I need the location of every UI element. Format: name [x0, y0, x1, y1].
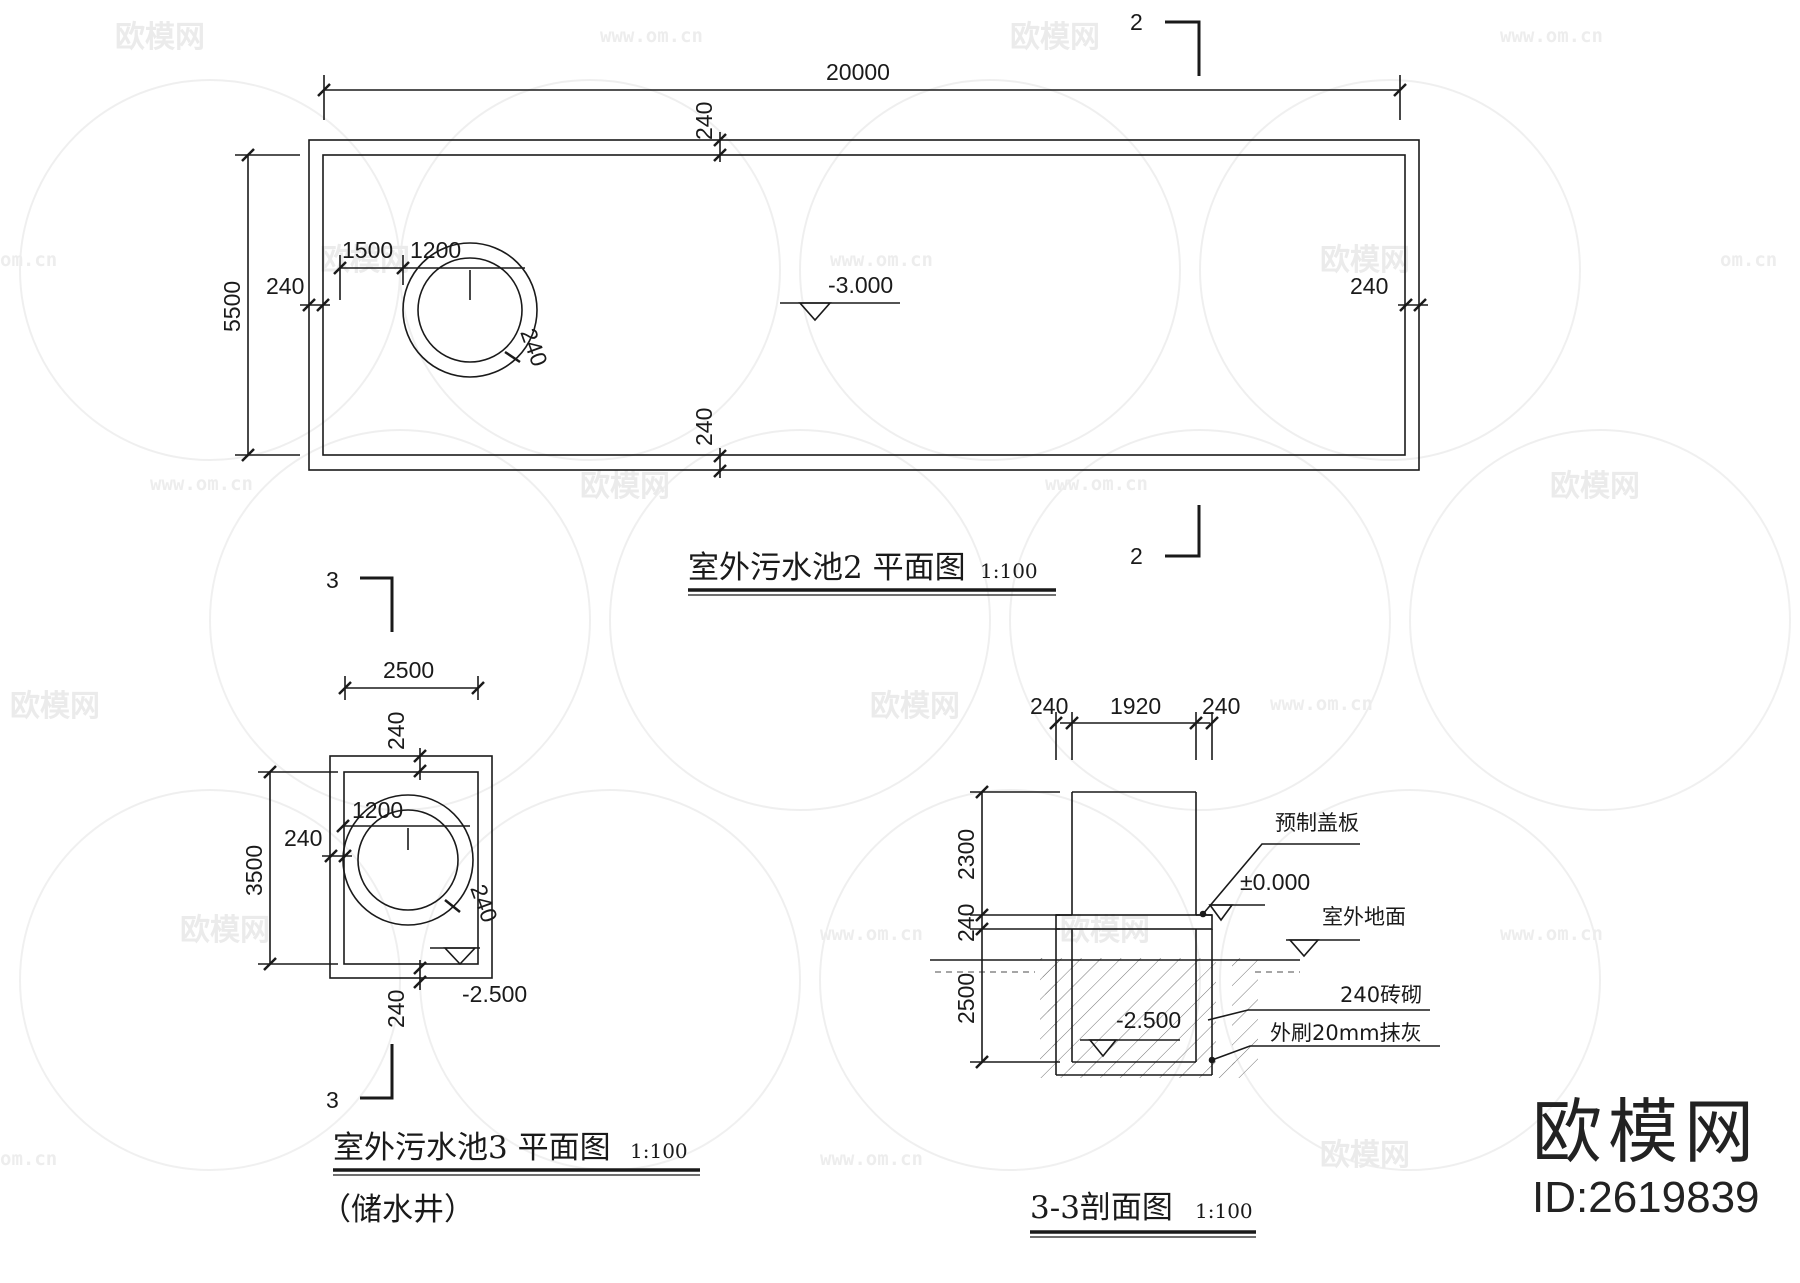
section-3-3	[930, 712, 1440, 1238]
plan-2-labels: 20000 5500 240 240 240 240 1500 1200 240…	[219, 9, 1388, 586]
section-label-3-top: 3	[326, 567, 339, 593]
section-mark-2-bottom	[1165, 505, 1201, 558]
leader-wall	[1207, 1009, 1430, 1021]
dim-above-height: 2300	[953, 829, 979, 880]
dim-hole-ring: 240	[515, 325, 553, 370]
section-label-2-top: 2	[1130, 9, 1143, 35]
dim-hole-diameter: 1200	[410, 237, 461, 263]
dim-wall-top: 240	[691, 102, 717, 140]
dim-width: 5500	[219, 281, 245, 332]
watermark-brand: 欧模网	[10, 689, 100, 724]
section-mark-3-bottom	[360, 1044, 394, 1100]
watermark-site: www.om.cn	[150, 473, 253, 495]
bottom-level-2: -3.000	[828, 272, 893, 298]
watermark-brand: 欧模网	[1320, 1138, 1410, 1173]
plan-3	[258, 576, 700, 1176]
watermark-brand: 欧模网	[1550, 469, 1640, 504]
watermark-brand: 欧模网	[180, 913, 270, 948]
dim-wall-right: 240	[1350, 273, 1388, 299]
manhole-2-outer	[402, 242, 538, 378]
dim-inner-width: 1920	[1110, 693, 1161, 719]
plan-2	[235, 20, 1428, 596]
watermark-site: www.om.cn	[830, 249, 933, 271]
section-mark-3-top	[360, 576, 394, 632]
manhole-3-outer	[342, 794, 474, 926]
section-label-3-bottom: 3	[326, 1087, 339, 1113]
plan-3-labels: 2500 3500 240 240 240 1200 240 -2.500 3 …	[241, 567, 688, 1228]
section-scale: 1:100	[1195, 1199, 1253, 1223]
watermark-site: www.om.cn	[600, 25, 703, 47]
watermark-layer: 欧模网 欧模网 欧模网 欧模网 欧模网 欧模网 欧模网 欧模网 欧模网 欧模网 …	[0, 20, 1791, 1173]
dim-wall-top-3: 240	[383, 712, 409, 750]
dim-wall-right-s: 240	[1202, 693, 1240, 719]
note-wall: 240砖砌	[1340, 983, 1422, 1007]
dim-length-3: 3500	[241, 845, 267, 896]
plan-3-title: 室外污水池3 平面图	[333, 1130, 611, 1166]
cover-slab	[1055, 914, 1213, 930]
plan-2-scale: 1:100	[980, 559, 1038, 583]
watermark-site: www.om.cn	[1045, 473, 1148, 495]
watermark-brand: 欧模网	[870, 689, 960, 724]
level-marker-3	[443, 947, 477, 966]
dim-hole-ring-3: 240	[465, 881, 503, 926]
dim-wall-bottom: 240	[691, 408, 717, 446]
manhole-2-inner	[417, 257, 523, 363]
dim-depth: 2500	[953, 973, 979, 1024]
note-cover: 预制盖板	[1275, 811, 1359, 835]
leader-cover	[1202, 843, 1360, 915]
watermark-site: www.om.cn	[820, 1148, 923, 1170]
watermark-brand: 欧模网	[1320, 243, 1410, 278]
bottom-level-3: -2.500	[462, 981, 527, 1007]
tank-2-inner-wall	[322, 154, 1406, 456]
section-label-2-bottom: 2	[1130, 543, 1143, 569]
dim-wall-left-3: 240	[284, 825, 322, 851]
dim-length: 20000	[826, 59, 890, 85]
watermark-brand: 欧模网	[580, 469, 670, 504]
plan-3-scale: 1:100	[630, 1139, 688, 1163]
watermark-brand: 欧模网	[115, 20, 205, 55]
section-title: 3-3剖面图	[1030, 1190, 1173, 1226]
watermark-site: om.cn	[0, 1148, 57, 1170]
watermark-site: om.cn	[0, 249, 57, 271]
level-zero: ±0.000	[1240, 869, 1310, 895]
watermark-site: www.om.cn	[1500, 923, 1603, 945]
leader-plaster	[1211, 1045, 1440, 1061]
watermark-site: www.om.cn	[1500, 25, 1603, 47]
tank-3-outer-wall	[329, 755, 493, 979]
note-plaster: 外刷20mm抹灰	[1270, 1021, 1422, 1045]
dim-wall-left: 240	[266, 273, 304, 299]
section-mark-2-top	[1165, 20, 1201, 76]
brand-box: 欧模网 ID:2619839	[1532, 1092, 1760, 1224]
watermark-site: om.cn	[1720, 249, 1777, 271]
brand-id: ID:2619839	[1532, 1173, 1760, 1222]
brand-logo: 欧模网	[1532, 1091, 1760, 1173]
dim-wall-left-s: 240	[1030, 693, 1068, 719]
watermark-brand: 欧模网	[1060, 913, 1150, 948]
note-ground: 室外地面	[1322, 905, 1406, 929]
dim-hole-offset: 1500	[342, 237, 393, 263]
dim-hole-diameter-3: 1200	[352, 797, 403, 823]
plan-2-title: 室外污水池2 平面图	[688, 550, 966, 586]
watermark-site: www.om.cn	[1270, 693, 1373, 715]
manhole-3-inner	[357, 809, 459, 911]
dim-slab: 240	[953, 904, 979, 942]
dim-wall-bottom-3: 240	[383, 990, 409, 1028]
dim-width-3: 2500	[383, 657, 434, 683]
plan-3-subtitle: （储水井）	[320, 1192, 475, 1228]
bottom-level-s: -2.500	[1116, 1007, 1181, 1033]
watermark-brand: 欧模网	[1010, 20, 1100, 55]
section-3-3-labels: 240 1920 240 2300 240 2500 预制盖板 ±0.000 室…	[953, 693, 1422, 1226]
watermark-site: www.om.cn	[820, 923, 923, 945]
